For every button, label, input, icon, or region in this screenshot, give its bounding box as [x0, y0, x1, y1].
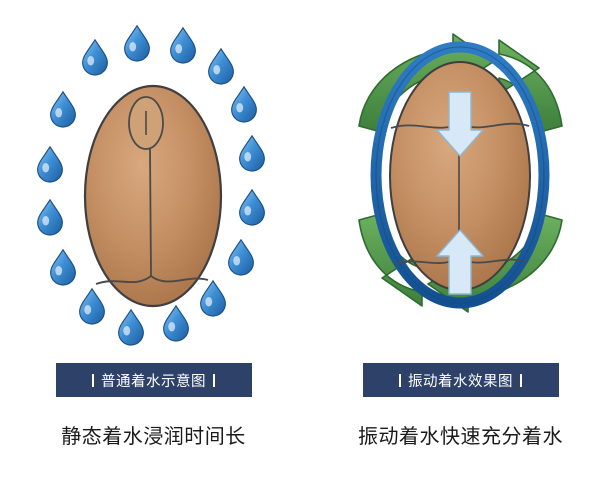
water-droplet: [50, 90, 76, 128]
water-droplet: [170, 26, 196, 64]
figure-grain-with-droplets: [0, 8, 307, 348]
normal-watering-illustration: [37, 24, 265, 346]
water-droplet: [37, 198, 63, 236]
caption-inner: 振动着水效果图: [399, 370, 522, 391]
caption-tick-left: [92, 373, 94, 387]
grain-crease: [149, 148, 152, 277]
water-droplet: [118, 308, 144, 346]
vibration-watering-illustration: [358, 33, 563, 313]
grain-base-line: [95, 274, 209, 285]
blue-water-arrow: [436, 229, 484, 295]
caption-box-vibration-watering: 振动着水效果图: [362, 363, 559, 397]
subtitle-vibration-watering: 振动着水快速充分着水: [358, 426, 563, 448]
water-droplet: [228, 238, 254, 276]
subtitle-normal-watering: 静态着水浸润时间长: [61, 426, 246, 448]
water-droplet: [200, 279, 226, 317]
water-droplet: [124, 24, 150, 62]
caption-box-normal-watering: 普通着水示意图: [55, 363, 252, 397]
vibration-ring: [370, 41, 550, 309]
panel-vibration-watering: 振动着水效果图 振动着水快速充分着水: [307, 0, 614, 491]
blue-water-arrow-group: [436, 91, 484, 295]
water-droplet: [82, 38, 108, 76]
water-droplet-ring: [37, 24, 265, 346]
caption-tick-right: [520, 373, 522, 387]
water-droplet: [239, 188, 265, 226]
water-droplet: [37, 145, 63, 183]
caption-tick-right: [213, 373, 215, 387]
panel-normal-watering: 普通着水示意图 静态着水浸润时间长: [0, 8, 307, 448]
caption-tick-left: [399, 373, 401, 387]
rice-grain: [83, 84, 223, 308]
water-droplet: [239, 134, 265, 172]
water-droplet: [208, 47, 234, 85]
caption-label-normal-watering: 普通着水示意图: [101, 373, 206, 390]
water-droplet: [231, 85, 257, 123]
blue-water-arrow: [436, 91, 484, 157]
figure-grain-with-arrows: [307, 8, 614, 348]
water-droplet: [163, 304, 189, 342]
caption-label-vibration-watering: 振动着水效果图: [408, 373, 513, 390]
caption-inner: 普通着水示意图: [92, 370, 215, 391]
water-droplet: [50, 248, 76, 286]
water-droplet: [79, 287, 105, 325]
